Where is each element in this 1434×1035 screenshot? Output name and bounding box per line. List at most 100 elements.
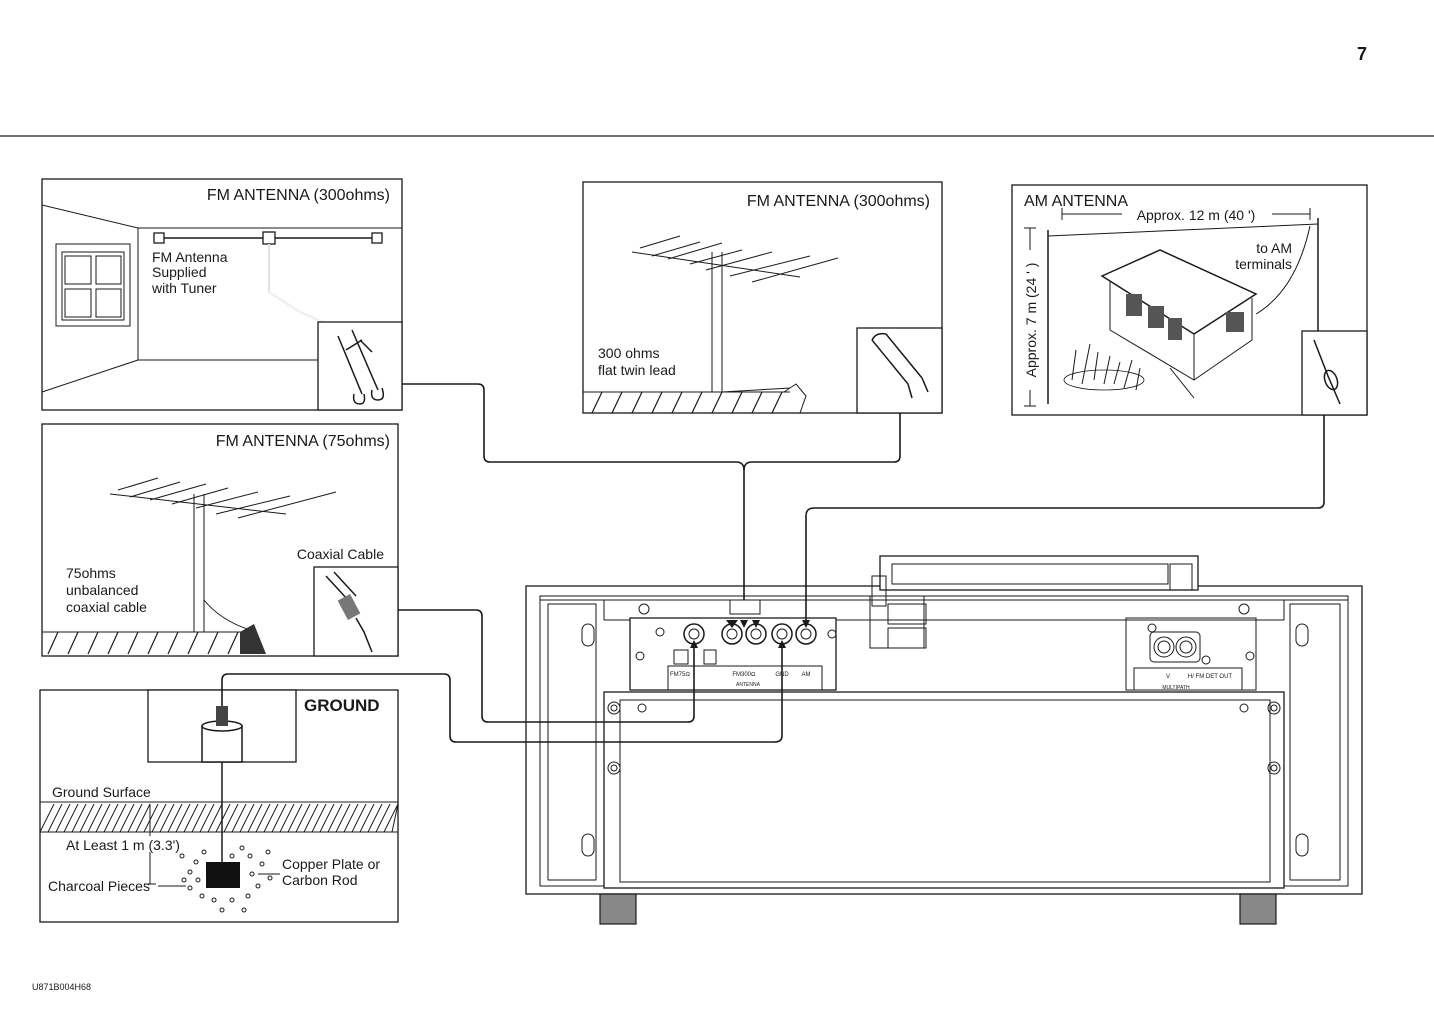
am-wire-inset [1301,330,1368,416]
am-title: AM ANTENNA [1024,193,1128,210]
fm300-outdoor-title: FM ANTENNA (300ohms) [747,193,930,210]
hatch-line [335,803,351,833]
house-icon [1100,249,1258,399]
hatch-line [359,803,375,833]
hatch-line [143,803,159,833]
twin-lead-inset [856,327,943,414]
ground-depth-label: At Least 1 m (3.3') [66,837,180,853]
panel-fm300-indoor: FM ANTENNA (300ohms) FM Antenna Supplied… [41,178,403,411]
foot-left [599,893,637,925]
hatch-line [303,803,319,833]
connection-wires [221,383,1325,743]
wire-ground [221,644,783,743]
hatch-line [95,803,111,833]
hatch-line [151,803,167,833]
hatch-line [247,803,263,833]
wire-fm300-outdoor [743,413,901,471]
hatch-line [79,803,95,833]
am-terminal-label-2: terminals [1235,256,1292,272]
hatch-line [215,803,231,833]
document-code: U871B004H68 [32,982,91,992]
am-length-label: Approx. 12 m (40 ') [1137,207,1256,223]
hatch-line [71,803,87,833]
hatch-line [327,803,343,833]
hatch-line [135,803,151,833]
hatch-line [111,803,127,833]
hatch-line [343,803,359,833]
hatch-line [375,803,391,833]
fm300-outdoor-label-1: 300 ohms [598,345,659,361]
fm75-label-2: unbalanced [66,582,138,598]
hatch-line [319,803,335,833]
fm75-coax-label: Coaxial Cable [297,546,384,562]
fm300-indoor-label-3: with Tuner [151,280,217,296]
hatch-line [55,803,71,833]
ground-surface-hatch [39,803,399,833]
am-height-label: Approx. 7 m (24 ' ) [1023,263,1039,378]
fm300-indoor-label-2: Supplied [152,264,207,280]
fm75-label-3: coaxial cable [66,599,147,615]
wire-fm75 [398,609,695,723]
wire-am [805,415,1325,624]
copper-plate-icon [206,862,240,888]
hatch-line [391,803,399,833]
hatch-line [367,803,383,833]
hatch-line [255,803,271,833]
hatch-line [63,803,79,833]
hatch-line [183,803,199,833]
hatch-line [47,803,63,833]
yagi-antenna-icon [631,235,839,393]
page-number: 7 [1357,44,1367,64]
hatch-line [87,803,103,833]
plate-label-2: Carbon Rod [282,872,358,888]
hatch-line [199,803,215,833]
foot-right [1239,893,1277,925]
ground-hatch-75 [42,624,266,655]
output-jacks [1149,631,1201,663]
fm300-indoor-label-1: FM Antenna [152,249,228,265]
charcoal-label: Charcoal Pieces [48,878,150,894]
hatch-line [295,803,311,833]
fm75-label-1: 75ohms [66,565,116,581]
hatch-line [119,803,135,833]
fm300-outdoor-label-2: flat twin lead [598,362,676,378]
hatch-line [287,803,303,833]
hatch-line [263,803,279,833]
hatch-line [167,803,183,833]
terminal-label-antenna: ANTENNA [736,682,761,688]
coax-inset [313,566,399,657]
output-label-v: V [1166,674,1170,680]
panel-am: AM ANTENNA Approx. 12 m (40 ') Approx. 7… [1011,184,1368,416]
hatch-line [159,803,175,833]
plate-label-1: Copper Plate or [282,856,380,872]
hatch-line [383,803,399,833]
hatch-line [271,803,287,833]
hatch-line [175,803,191,833]
fm300-indoor-title: FM ANTENNA (300ohms) [207,187,390,204]
charcoal-dots [179,845,273,913]
am-terminal-label-1: to AM [1256,240,1292,256]
output-label-multipath: MULTIPATH [1162,685,1190,691]
terminal-label-am: AM [802,672,811,678]
hatch-line [127,803,143,833]
hatch-line [39,803,55,833]
hatch-line [231,803,247,833]
bush-icon [1063,343,1145,391]
tuner-rear-panel: V H/ FM DET OUT MULTIPATH FM75Ω FM300Ω G… [525,555,1363,925]
panel-fm75: FM ANTENNA (75ohms) Coaxial Cable 75ohms… [41,423,399,657]
hatch-line [103,803,119,833]
ground-terminal-icon [201,706,243,763]
roof-hatch [583,383,807,414]
panel-fm300-outdoor: FM ANTENNA (300ohms) 300 ohms flat twin … [582,181,943,414]
hatch-line [223,803,239,833]
wire-fm300-indoor [402,383,745,600]
fm75-title: FM ANTENNA (75ohms) [216,433,390,450]
hatch-line [239,803,255,833]
terminal-label-fm75: FM75Ω [670,672,690,678]
ground-title: GROUND [304,696,380,715]
output-label-h-fm-det-out: H/ FM DET OUT [1188,674,1233,680]
panel-ground: GROUND Ground Surface At Least 1 m (3.3'… [39,689,399,923]
hatch-line [311,803,327,833]
hatch-line [191,803,207,833]
